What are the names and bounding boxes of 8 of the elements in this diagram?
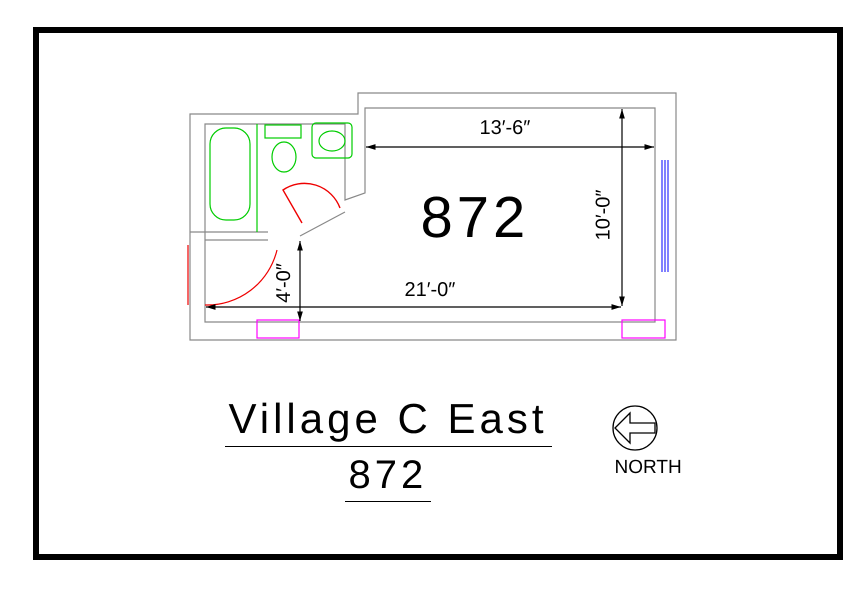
room-number: 872 — [420, 189, 530, 247]
dimension-text: 10′-0″ — [592, 190, 613, 240]
room-number-title: 872 — [344, 454, 432, 502]
dimension-text: 13′-6″ — [480, 118, 530, 138]
drawing-title: Village C East — [224, 398, 552, 446]
dimension-text: 21′-0″ — [404, 280, 456, 300]
north-label: NORTH — [614, 458, 682, 476]
dimension-text: 4′-0″ — [274, 263, 294, 303]
